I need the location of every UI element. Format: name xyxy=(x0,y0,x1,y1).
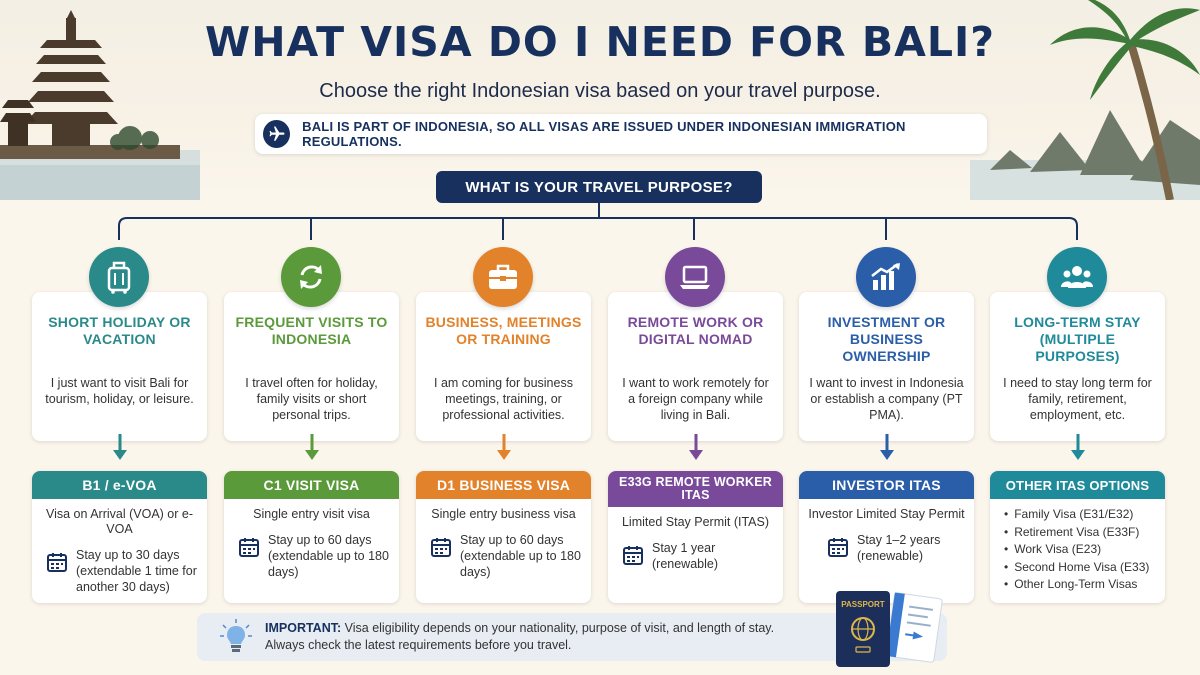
visa-card: OTHER ITAS OPTIONS Family Visa (E31/E32)… xyxy=(990,471,1165,603)
purpose-column-long-term: LONG-TERM STAY (MULTIPLE PURPOSES) I nee… xyxy=(990,0,1165,675)
indonesia-notice-banner: BALI IS PART OF INDONESIA, SO ALL VISAS … xyxy=(255,114,987,154)
purpose-description: I am coming for business meetings, train… xyxy=(434,376,573,422)
visa-description: Single entry visit visa xyxy=(253,507,370,521)
passport-illustration: PASSPORT xyxy=(836,591,943,667)
purpose-description: I need to stay long term for family, ret… xyxy=(1003,376,1152,422)
purpose-title: REMOTE WORK OR DIGITAL NOMAD xyxy=(627,314,764,347)
purpose-description: I want to work remotely for a foreign co… xyxy=(622,376,769,422)
calendar-icon xyxy=(623,546,643,565)
important-line-1: Visa eligibility depends on your nationa… xyxy=(344,621,775,635)
purpose-column-investment: INVESTMENT OR BUSINESS OWNERSHIP I want … xyxy=(799,0,974,675)
stay-duration: Stay 1–2 years (renewable) xyxy=(857,533,941,563)
visa-description: Limited Stay Permit (ITAS) xyxy=(621,515,770,529)
purpose-title: SHORT HOLIDAY OR VACATION xyxy=(48,314,191,347)
lightbulb-icon xyxy=(220,619,252,652)
visa-name: OTHER ITAS OPTIONS xyxy=(990,471,1165,499)
page-subtitle: Choose the right Indonesian visa based o… xyxy=(319,80,881,102)
luggage-icon xyxy=(89,247,149,307)
visa-card: B1 / e-VOA Visa on Arrival (VOA) or e-VO… xyxy=(32,471,207,603)
purpose-description: I want to invest in Indonesia or establi… xyxy=(809,376,964,422)
arrow-down-icon xyxy=(689,434,703,460)
important-label: IMPORTANT: xyxy=(265,621,342,635)
list-item: Work Visa (E23) xyxy=(1004,541,1165,559)
visa-description: Single entry business visa xyxy=(431,507,576,521)
laptop-icon xyxy=(665,247,725,307)
purpose-card: REMOTE WORK OR DIGITAL NOMAD I want to w… xyxy=(608,292,783,441)
list-item: Second Home Visa (E33) xyxy=(1004,559,1165,577)
stay-info: Stay 1 year (renewable) xyxy=(608,540,783,572)
visa-card: INVESTOR ITAS Investor Limited Stay Perm… xyxy=(799,471,974,603)
stay-duration: Stay 1 year (renewable) xyxy=(652,541,719,571)
list-item: Retirement Visa (E33F) xyxy=(1004,524,1165,542)
purpose-column-remote-work: REMOTE WORK OR DIGITAL NOMAD I want to w… xyxy=(608,0,783,675)
palm-coast-illustration xyxy=(970,0,1200,200)
stay-duration: Stay up to 60 days (extendable up to 180… xyxy=(268,533,389,579)
calendar-icon xyxy=(431,538,451,557)
stay-info: Stay up to 60 days (extendable up to 180… xyxy=(416,532,591,580)
calendar-icon xyxy=(239,538,259,557)
purpose-card: INVESTMENT OR BUSINESS OWNERSHIP I want … xyxy=(799,292,974,441)
refresh-icon xyxy=(281,247,341,307)
visa-description: Visa on Arrival (VOA) or e-VOA xyxy=(45,507,194,536)
purpose-column-holiday: SHORT HOLIDAY OR VACATION I just want to… xyxy=(32,0,207,675)
arrow-down-icon xyxy=(1071,434,1085,460)
purpose-card: BUSINESS, MEETINGS OR TRAINING I am comi… xyxy=(416,292,591,441)
purpose-description: I travel often for holiday, family visit… xyxy=(245,376,378,422)
passport-label: PASSPORT xyxy=(841,600,885,609)
visa-card: C1 VISIT VISA Single entry visit visa St… xyxy=(224,471,399,603)
purpose-column-business: BUSINESS, MEETINGS OR TRAINING I am comi… xyxy=(416,0,591,675)
purpose-title: LONG-TERM STAY (MULTIPLE PURPOSES) xyxy=(1014,314,1141,364)
growth-chart-icon xyxy=(856,247,916,307)
notice-text: BALI IS PART OF INDONESIA, SO ALL VISAS … xyxy=(302,119,906,149)
visa-description: Investor Limited Stay Permit xyxy=(808,507,965,521)
purpose-column-frequent-visits: FREQUENT VISITS TO INDONESIA I travel of… xyxy=(224,0,399,675)
airplane-icon xyxy=(263,120,291,148)
visa-name: INVESTOR ITAS xyxy=(799,471,974,499)
important-line-2: Always check the latest requirements bef… xyxy=(265,638,572,652)
visa-name: C1 VISIT VISA xyxy=(224,471,399,499)
travel-purpose-question: WHAT IS YOUR TRAVEL PURPOSE? xyxy=(436,171,762,203)
purpose-title: INVESTMENT OR BUSINESS OWNERSHIP xyxy=(827,314,946,364)
calendar-icon xyxy=(47,553,67,572)
visa-name: B1 / e-VOA xyxy=(32,471,207,499)
purpose-card: FREQUENT VISITS TO INDONESIA I travel of… xyxy=(224,292,399,441)
visa-name: D1 BUSINESS VISA xyxy=(416,471,591,499)
page-title: WHAT VISA DO I NEED FOR BALI? xyxy=(204,18,996,66)
visa-card: D1 BUSINESS VISA Single entry business v… xyxy=(416,471,591,603)
temple-illustration xyxy=(0,10,200,200)
purpose-title: BUSINESS, MEETINGS OR TRAINING xyxy=(425,314,582,347)
arrow-down-icon xyxy=(305,434,319,460)
briefcase-icon xyxy=(473,247,533,307)
stay-info: Stay 1–2 years (renewable) xyxy=(799,532,974,564)
stay-info: Stay up to 30 days (extendable 1 time fo… xyxy=(32,547,207,595)
stay-info: Stay up to 60 days (extendable up to 180… xyxy=(224,532,399,580)
purpose-card: SHORT HOLIDAY OR VACATION I just want to… xyxy=(32,292,207,441)
visa-name: E33G REMOTE WORKER ITAS xyxy=(608,471,783,507)
arrow-down-icon xyxy=(497,434,511,460)
purpose-description: I just want to visit Bali for tourism, h… xyxy=(45,376,194,406)
calendar-icon xyxy=(828,538,848,557)
arrow-down-icon xyxy=(113,434,127,460)
itas-options-list: Family Visa (E31/E32) Retirement Visa (E… xyxy=(990,506,1165,594)
people-icon xyxy=(1047,247,1107,307)
purpose-card: LONG-TERM STAY (MULTIPLE PURPOSES) I nee… xyxy=(990,292,1165,441)
list-item: Other Long-Term Visas xyxy=(1004,576,1165,594)
visa-card: E33G REMOTE WORKER ITAS Limited Stay Per… xyxy=(608,471,783,603)
important-note: IMPORTANT: Visa eligibility depends on y… xyxy=(197,613,947,661)
important-text: IMPORTANT: Visa eligibility depends on y… xyxy=(265,620,774,654)
purpose-title: FREQUENT VISITS TO INDONESIA xyxy=(235,314,388,347)
arrow-down-icon xyxy=(880,434,894,460)
stay-duration: Stay up to 60 days (extendable up to 180… xyxy=(460,533,581,579)
list-item: Family Visa (E31/E32) xyxy=(1004,506,1165,524)
stay-duration: Stay up to 30 days (extendable 1 time fo… xyxy=(76,548,197,594)
